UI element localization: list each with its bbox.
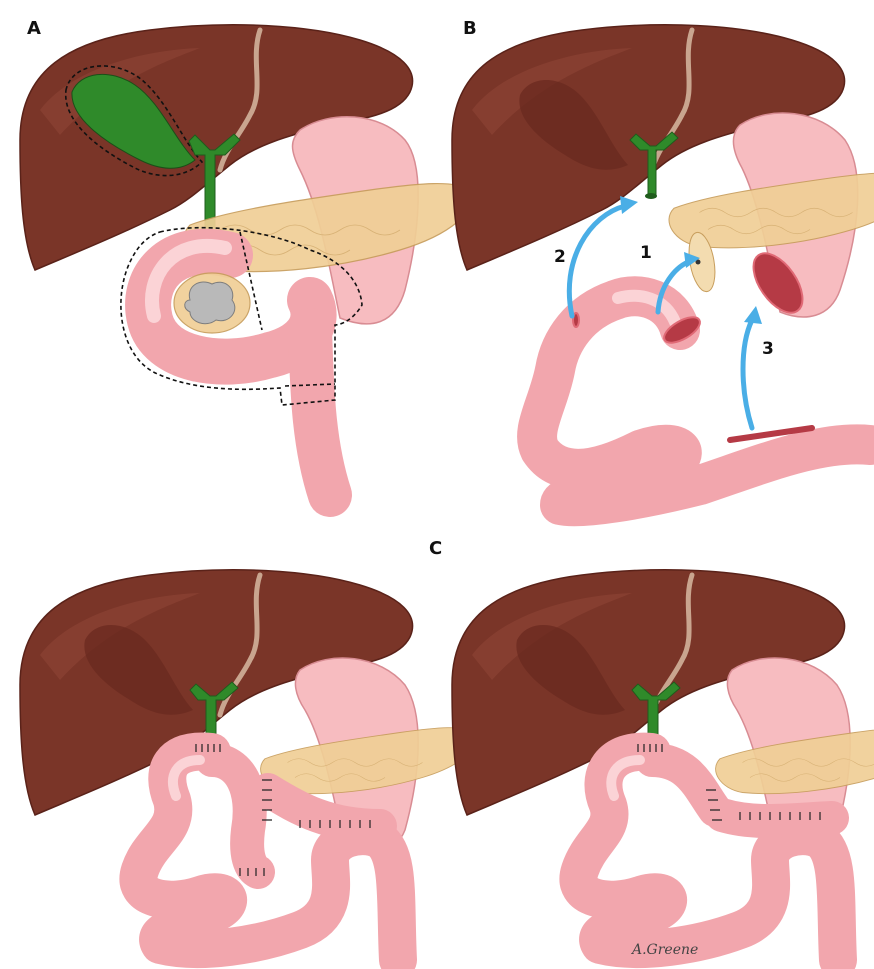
panel-b: B 2 1 3 bbox=[452, 18, 874, 506]
panel-a: A bbox=[20, 18, 472, 495]
jejunum-b bbox=[537, 296, 870, 506]
panel-a-label: A bbox=[27, 18, 41, 39]
panel-b-label: B bbox=[463, 18, 477, 39]
step-label-3: 3 bbox=[762, 339, 774, 359]
step-label-1: 1 bbox=[640, 243, 652, 263]
arrow-3 bbox=[743, 320, 752, 428]
panel-c-label: C bbox=[429, 538, 442, 559]
artist-signature: A.Greene bbox=[630, 942, 698, 958]
pancreas-c-left bbox=[261, 728, 477, 794]
arrow-3-head bbox=[744, 306, 762, 324]
jejunum-a bbox=[310, 330, 330, 495]
tumor-a bbox=[185, 282, 235, 324]
arrow-2-head bbox=[620, 196, 638, 214]
panel-c-left bbox=[20, 570, 476, 960]
step-label-2: 2 bbox=[554, 247, 566, 267]
panel-c-right: A.Greene bbox=[452, 570, 874, 960]
